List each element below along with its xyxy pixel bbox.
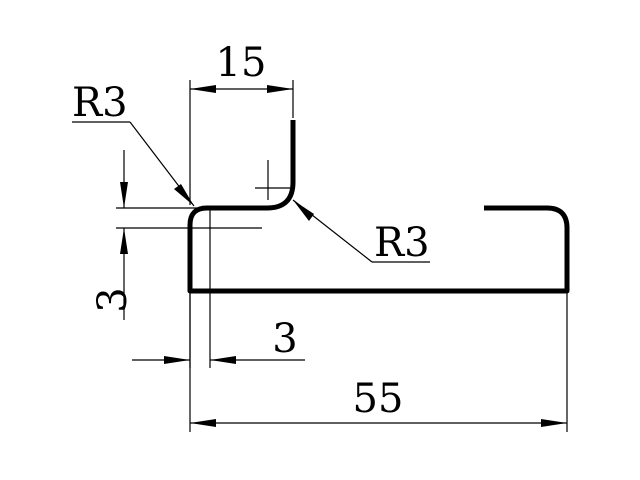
arrow-3v-top bbox=[120, 182, 128, 208]
arrow-3h-right bbox=[210, 356, 236, 364]
arrow-r3-left bbox=[174, 184, 194, 206]
arrow-3v-bottom bbox=[120, 228, 128, 254]
dim-text-3-vertical: 3 bbox=[90, 287, 136, 312]
arrow-15-right bbox=[267, 85, 293, 93]
dim-text-3-horizontal: 3 bbox=[272, 316, 297, 362]
profile-outline bbox=[187, 120, 570, 294]
arrow-55-right bbox=[541, 419, 567, 427]
dim-text-55: 55 bbox=[353, 376, 404, 422]
dim-text-r3-left: R3 bbox=[72, 80, 128, 126]
arrow-55-left bbox=[190, 419, 216, 427]
dim-text-15: 15 bbox=[216, 40, 267, 86]
arrow-r3-right bbox=[293, 200, 314, 221]
dim-text-r3-right: R3 bbox=[374, 220, 430, 266]
arrow-15-left bbox=[190, 85, 216, 93]
arrow-3h-left bbox=[164, 356, 190, 364]
